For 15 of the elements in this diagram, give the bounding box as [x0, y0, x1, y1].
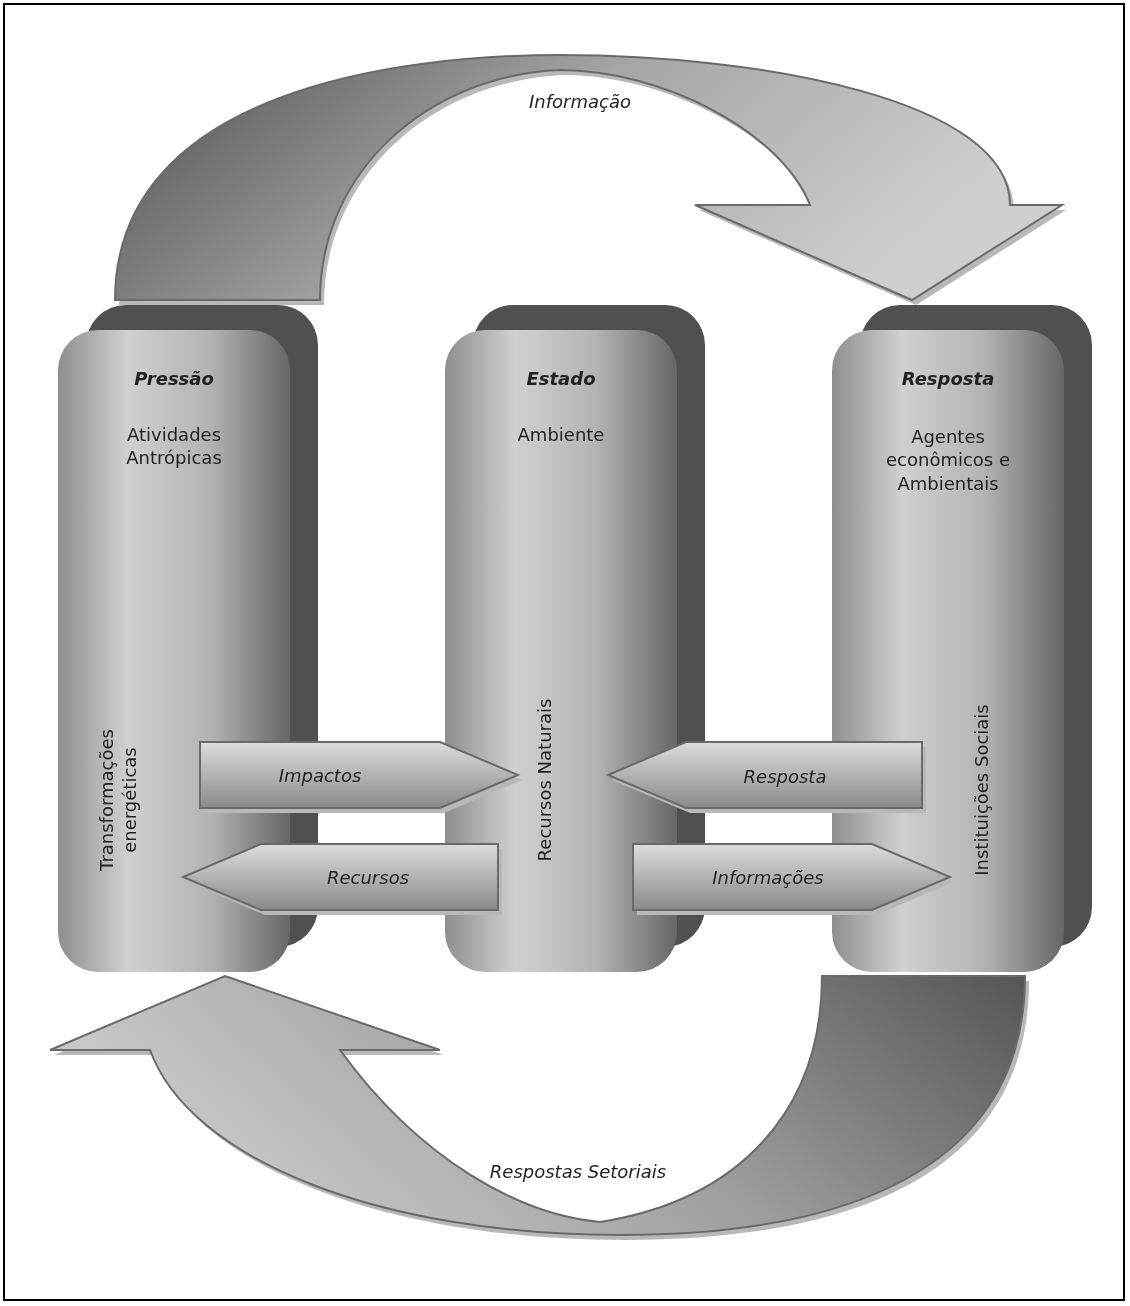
column-subtitle: Atividades Antrópicas: [125, 423, 223, 470]
edge-label: Respostas Setoriais: [489, 1160, 667, 1182]
column-heading: Estado: [525, 367, 597, 391]
edge-label: Informação: [529, 90, 631, 112]
block-arrow: [49, 975, 1026, 1236]
block-arrow: [114, 54, 1063, 301]
pillar-block: [445, 305, 705, 972]
vertical-label: Transformações energéticas: [94, 728, 141, 873]
vertical-label: Instituições Sociais: [970, 703, 994, 878]
column-heading: Pressão: [133, 367, 215, 391]
vertical-label: Recursos Naturais: [533, 697, 557, 864]
column-heading: Resposta: [900, 367, 996, 391]
column-subtitle: Agentes econômicos e Ambientais: [885, 425, 1011, 496]
column-subtitle: Ambiente: [516, 423, 606, 447]
pillar-block: [832, 305, 1092, 972]
